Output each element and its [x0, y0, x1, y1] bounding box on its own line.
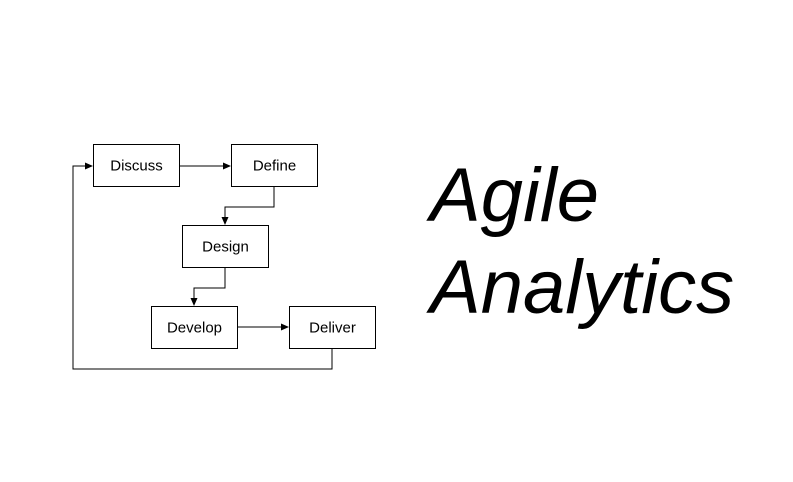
headline-agile: Agile	[430, 153, 599, 238]
node-design-box	[182, 225, 269, 268]
edge-design-to-develop	[190, 268, 226, 306]
node-deliver-box	[289, 306, 376, 349]
node-design: Design	[182, 225, 269, 268]
node-deliver: Deliver	[289, 306, 376, 349]
node-define-label: Define	[253, 158, 296, 175]
headline-analytics: Analytics	[430, 245, 735, 330]
node-define-box	[231, 144, 318, 187]
node-develop-box	[151, 306, 238, 349]
node-deliver-label: Deliver	[309, 320, 356, 337]
node-discuss: Discuss	[93, 144, 180, 187]
edge-deliver-to-discuss	[72, 162, 333, 370]
node-design-label: Design	[202, 239, 249, 256]
node-develop: Develop	[151, 306, 238, 349]
edge-define-to-design	[221, 187, 275, 225]
node-develop-label: Develop	[167, 320, 222, 337]
node-discuss-box	[93, 144, 180, 187]
node-define: Define	[231, 144, 318, 187]
node-discuss-label: Discuss	[110, 158, 163, 175]
